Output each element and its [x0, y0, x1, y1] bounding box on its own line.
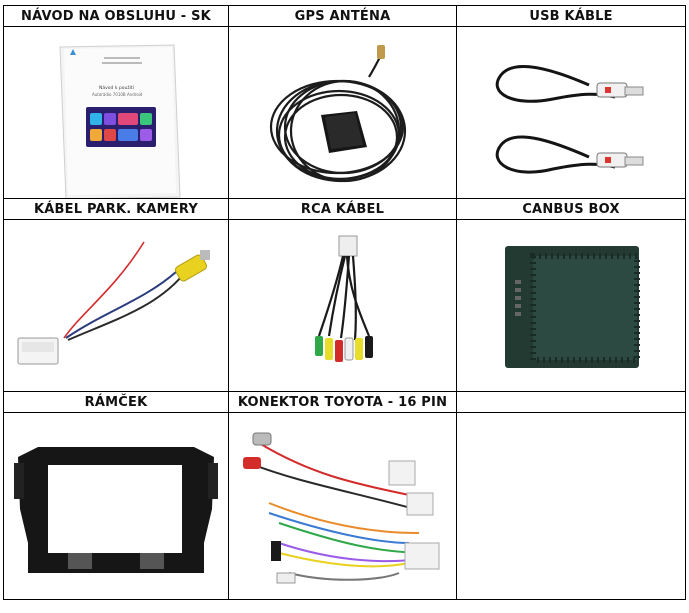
cell-canbus	[457, 220, 686, 392]
header-manual: NÁVOD NA OBSLUHU - SK	[4, 6, 229, 27]
accessories-table: NÁVOD NA OBSLUHU - SK GPS ANTÉNA USB KÁB…	[3, 5, 686, 600]
parking-camera-cable-icon	[17, 241, 210, 365]
header-rca: RCA KÁBEL	[229, 199, 457, 220]
rca-cable-icon	[315, 235, 373, 362]
manual-booklet-icon: Návod k použití Autorádio 7010B Android	[59, 44, 181, 198]
header-frame: RÁMČEK	[4, 392, 229, 413]
cell-frame	[4, 413, 229, 600]
header-camera: KÁBEL PARK. KAMERY	[4, 199, 229, 220]
dash-frame-icon	[14, 447, 218, 573]
cell-rca	[229, 220, 457, 392]
cell-usb	[457, 27, 686, 199]
cell-manual: Návod k použití Autorádio 7010B Android	[4, 27, 229, 199]
manual-line1: Návod k použití	[99, 84, 135, 91]
cell-empty	[457, 413, 686, 600]
header-canbus: CANBUS BOX	[457, 199, 686, 220]
cell-harness	[229, 413, 457, 600]
cell-camera	[4, 220, 229, 392]
header-usb: USB KÁBLE	[457, 6, 686, 27]
toyota-harness-icon	[243, 432, 440, 584]
manual-line2: Autorádio 7010B Android	[92, 92, 143, 97]
header-harness: KONEKTOR TOYOTA - 16 PIN	[229, 392, 457, 413]
canbus-box-icon	[505, 246, 640, 368]
cell-gps	[229, 27, 457, 199]
header-empty	[457, 392, 686, 413]
gps-antenna-icon	[269, 45, 407, 183]
header-gps: GPS ANTÉNA	[229, 6, 457, 27]
usb-cables-icon	[495, 65, 644, 174]
